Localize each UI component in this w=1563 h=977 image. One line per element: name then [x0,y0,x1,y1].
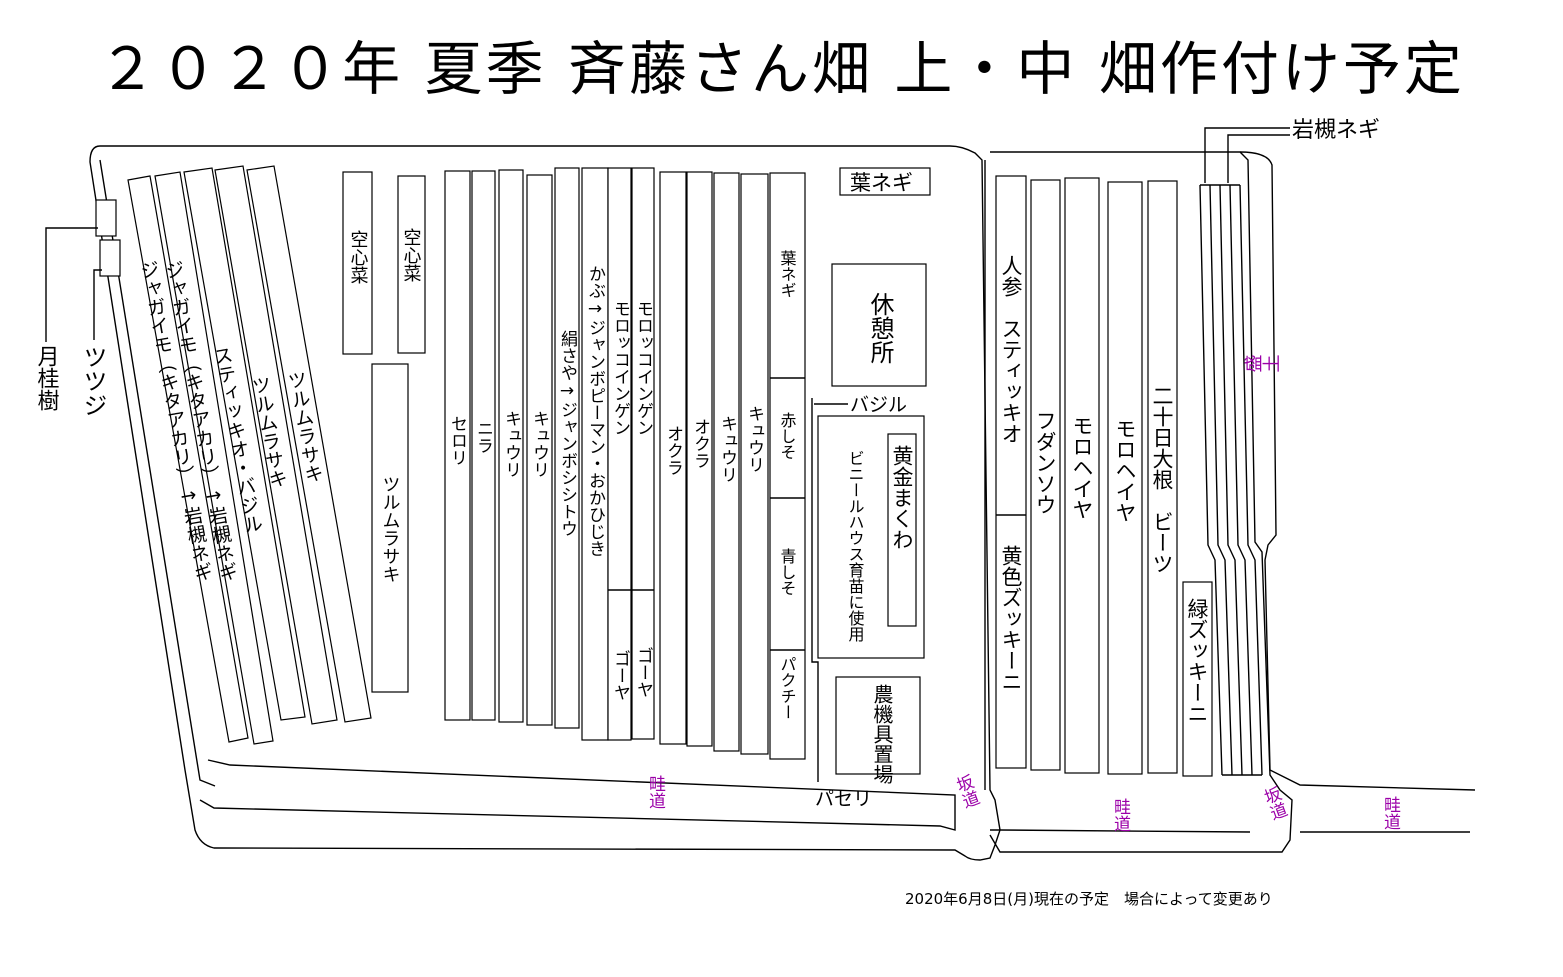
svg-text:赤しそ: 赤しそ [778,412,797,460]
aze-label-3: 畦道 [1380,796,1401,830]
iwatsuki-negi-leader-2 [1227,134,1290,183]
svg-text:葉ネギ: 葉ネギ [850,171,913,195]
svg-text:キュウリ: キュウリ [501,410,521,478]
upper-field-inner [199,759,956,831]
svg-text:農機具置場: 農機具置場 [870,684,894,784]
tsutsuji-leader [93,269,102,340]
aze-label-2: 畦道 [1110,798,1131,832]
svg-text:緑ズッキーニ: 緑ズッキーニ [1185,598,1209,724]
tsutsuji-label: ツツジ [79,345,107,417]
iwatsuki-negi-strips [1199,184,1263,776]
svg-text:ゴーヤ: ゴーヤ [610,650,630,701]
svg-text:モロヘイヤ: モロヘイヤ [1070,415,1094,520]
svg-text:人参 スティッキオ: 人参 スティッキオ [999,255,1023,444]
svg-text:オクラ: オクラ [690,418,710,469]
svg-text:休憩所: 休憩所 [866,292,894,364]
svg-text:ニラ: ニラ [473,420,493,454]
iwatsuki-negi-top-label: 岩槻ネギ [1292,118,1380,143]
svg-text:二十日大根 ビーツ: 二十日大根 ビーツ [1150,385,1174,574]
svg-text:モロヘイヤ: モロヘイヤ [1113,418,1137,523]
svg-text:パクチー: パクチー [778,656,797,720]
tsukikeiju-leader [45,227,98,342]
herb-bed: 葉ネギ 赤しそ 青しそ パクチー [769,172,806,760]
svg-text:モロッコインゲン: モロッコインゲン [610,300,630,436]
svg-text:空心菜: 空心菜 [401,228,422,282]
parsley-label: パセリ [815,788,872,810]
svg-text:かぶ→ジャンボピーマン・おかひじき: かぶ→ジャンボピーマン・おかひじき [585,265,606,557]
tsukikeiju-label: 月桂樹 [34,345,60,411]
small-bed-kushinsai-1 [342,171,373,355]
middle-field-boundary [989,151,1293,853]
svg-text:空心菜: 空心菜 [348,230,369,284]
bed-row-main: セロリ ニラ キュウリ キュウリ 絹さや→ジャンボシシトウ かぶ→ジャンボピーマ… [444,167,769,755]
svg-text:キュウリ: キュウリ [529,410,549,478]
svg-text:絹さや→ジャンボシシトウ: 絹さや→ジャンボシシトウ [557,330,578,537]
svg-text:黄金まくわ: 黄金まくわ [890,445,914,550]
svg-text:キュウリ: キュウリ [717,415,737,483]
middle-beds: 人参 スティッキオ 黄色ズッキーニ フダンソウ モロヘイヤ モロヘイヤ 二十日大… [995,175,1213,777]
svg-text:キュウリ: キュウリ [744,405,764,473]
tree-marker-2 [99,239,121,277]
basil-label: バジル [850,394,907,416]
svg-text:葉ネギ: 葉ネギ [778,250,797,298]
saka-label-2: 坂道 [1258,784,1289,823]
upper-field-left-edge [99,159,216,787]
rest-area [831,263,927,387]
svg-text:黄色ズッキーニ: 黄色ズッキーニ [999,545,1023,692]
small-bed-kushinsai-2 [397,175,426,354]
right-strip-boundary [1239,151,1476,791]
svg-text:青しそ: 青しそ [778,548,797,596]
tool-storage [835,676,921,775]
svg-text:ゴーヤ: ゴーヤ [633,647,653,698]
upper-field-boundary [89,145,1001,861]
parsley-leader [811,398,819,782]
svg-text:オクラ: オクラ [663,425,683,476]
svg-text:フダンソウ: フダンソウ [1033,410,1057,515]
greenhouse-note: ビニールハウス育苗に使用 [846,450,865,643]
small-bed-tsurumurasaki [371,363,409,693]
middle-field-bottom [990,829,1251,833]
svg-text:モロッコインゲン: モロッコインゲン [633,300,653,436]
footer-note: 2020年6月8日(月)現在の予定 場合によって変更あり [905,890,1273,908]
page-title: ２０２０年 夏季 斉藤さん畑 上・中 畑作付け予定 [98,35,1465,103]
iwatsuki-negi-leader [1204,127,1290,183]
tree-marker-1 [95,199,117,237]
ha-negi-box [839,167,931,196]
aze-label-1: 畦道 [645,775,666,809]
morido-label: 盛土 [1244,355,1280,376]
svg-text:ツルムラサキ: ツルムラサキ [380,475,401,583]
greenhouse-crop-box [887,433,917,627]
svg-text:セロリ: セロリ [447,415,467,466]
